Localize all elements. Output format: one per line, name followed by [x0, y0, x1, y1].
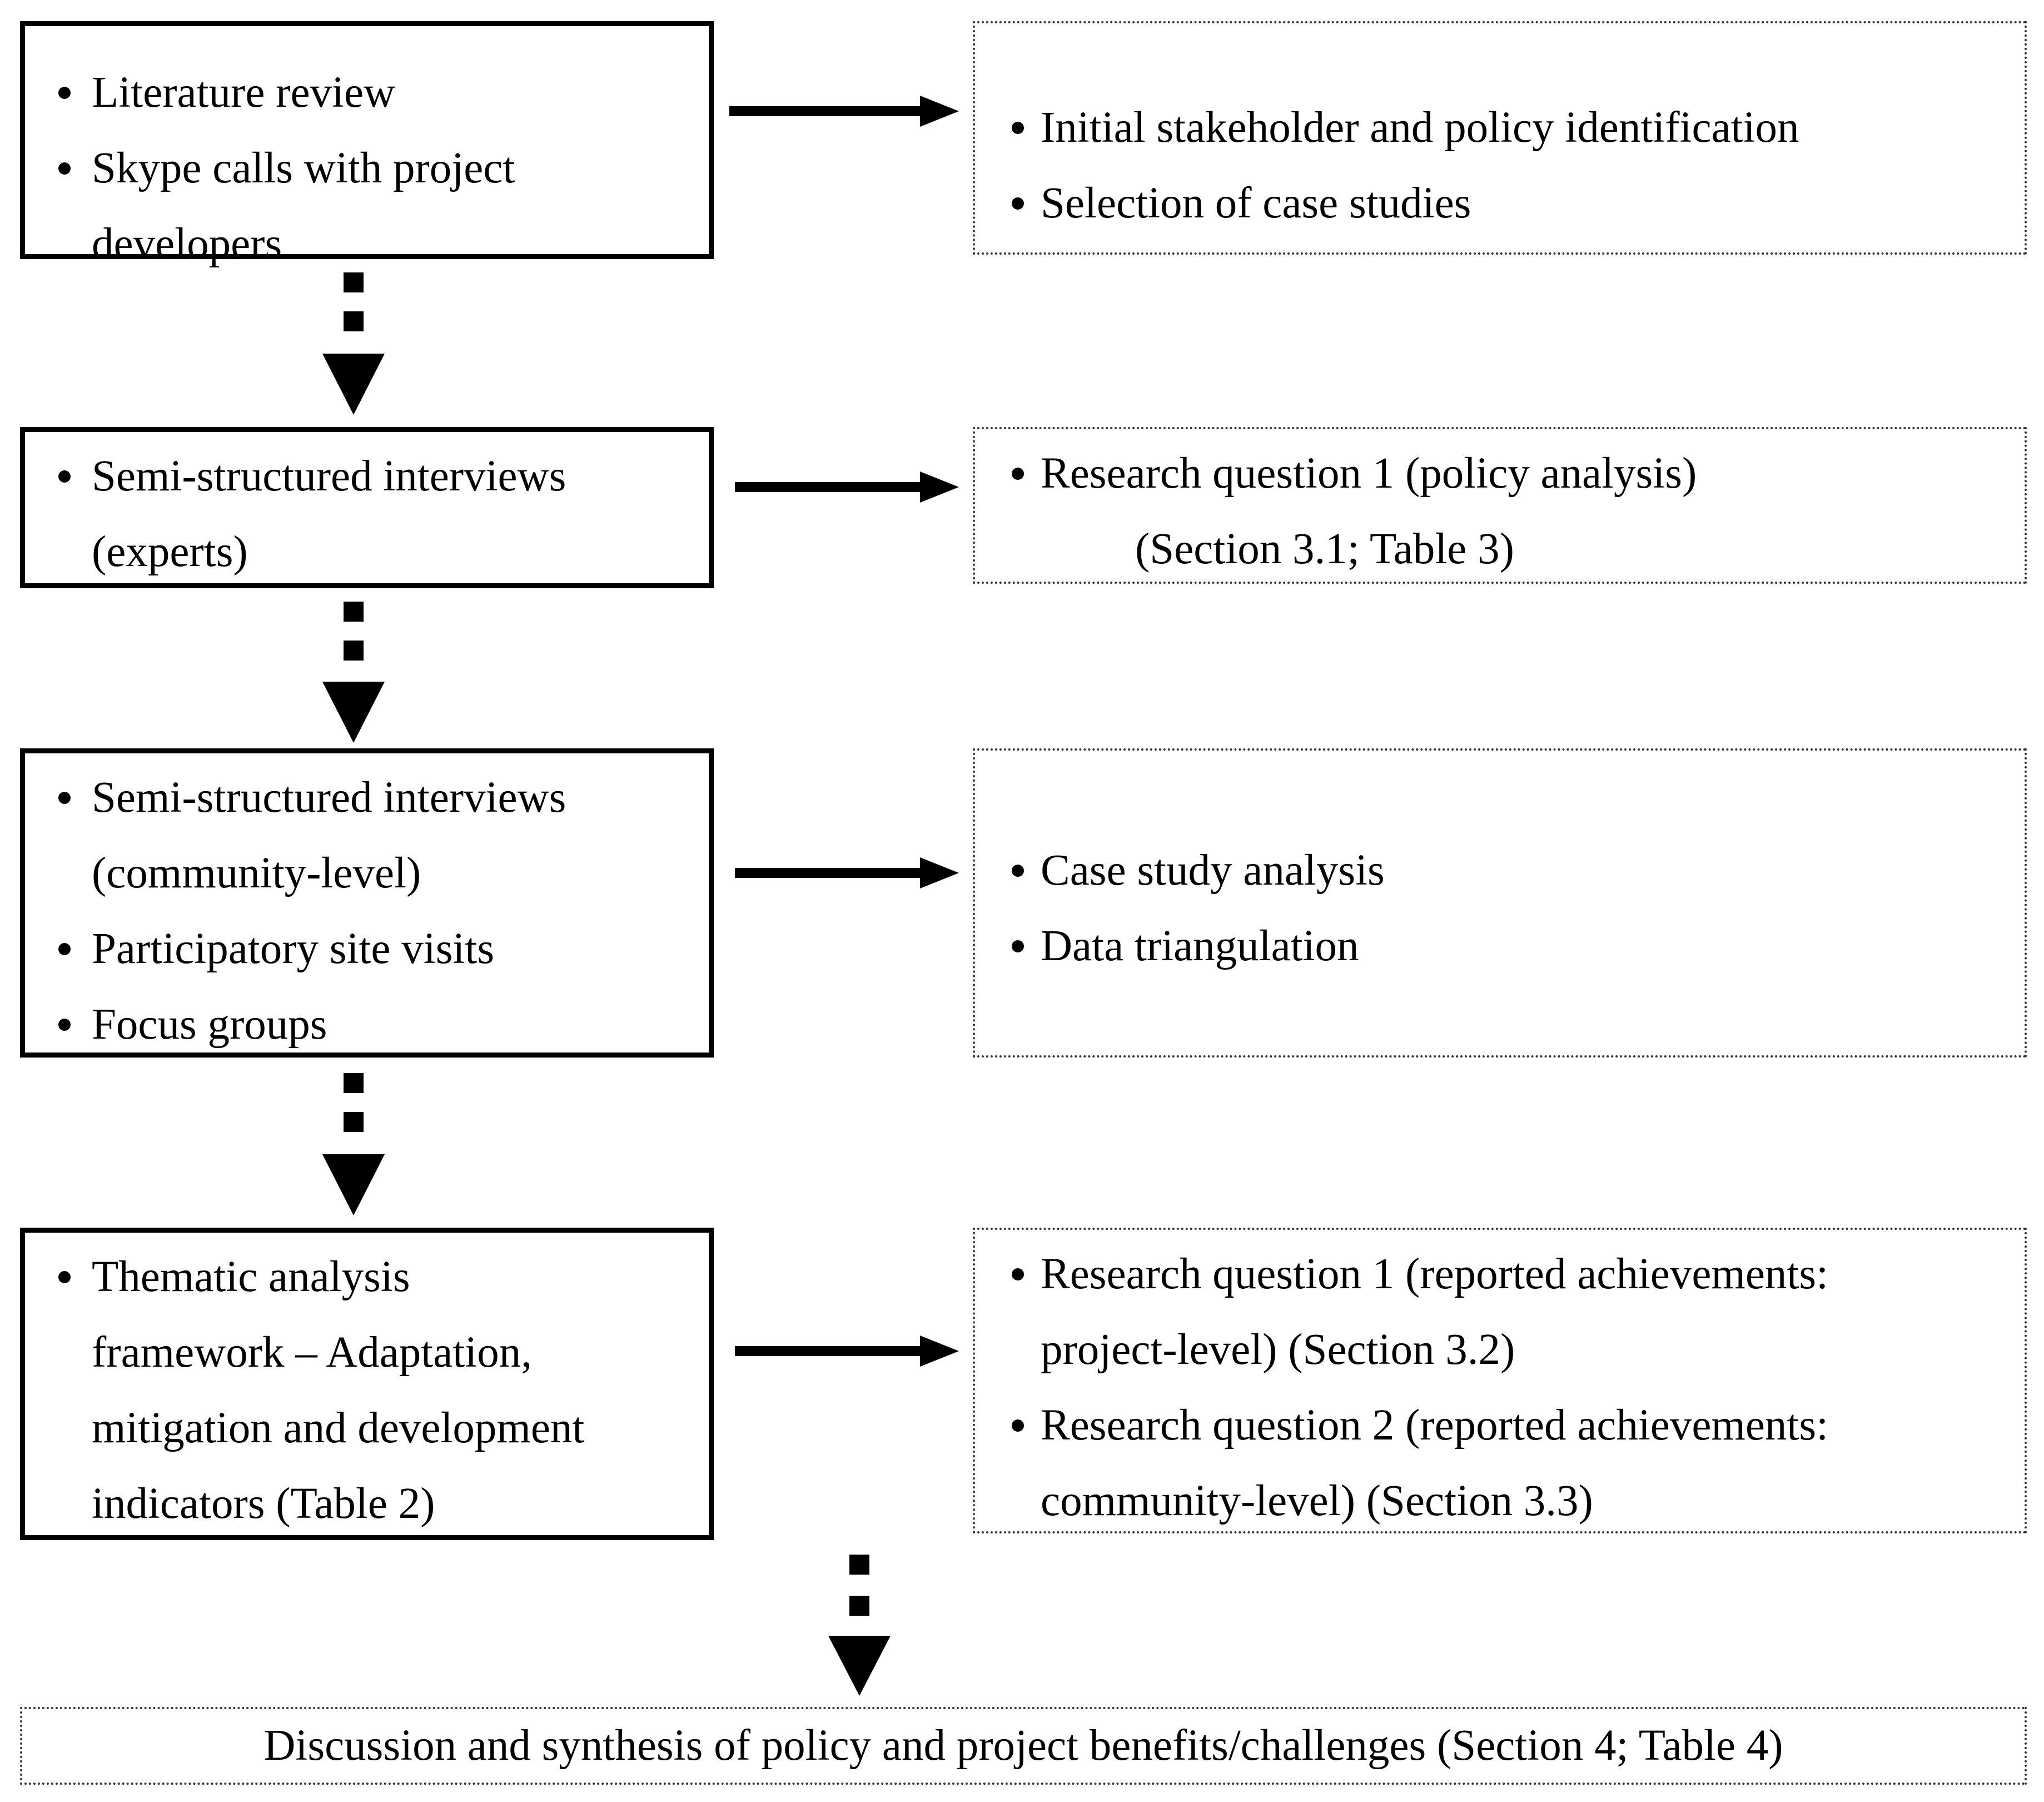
bullet-icon	[1012, 122, 1024, 134]
bullet-icon	[58, 792, 71, 804]
list-item: Participatory site visits	[25, 911, 709, 987]
bullet-icon	[58, 1271, 71, 1283]
list-item: Data triangulation	[975, 909, 2025, 984]
right-box-2: Research question 1 (policy analysis)(Se…	[973, 427, 2027, 584]
synthesis-box: Discussion and synthesis of policy and p…	[20, 1707, 2027, 1785]
bullet-icon	[58, 943, 71, 955]
bullet-icon	[1012, 1268, 1024, 1280]
list-item: Semi-structured interviews(community-lev…	[25, 760, 709, 911]
horizontal-arrow-1	[729, 96, 959, 127]
list-item: Selection of case studies	[975, 166, 2025, 241]
list-item: Initial stakeholder and policy identific…	[975, 90, 2025, 166]
list-item: Research question 1 (policy analysis)(Se…	[975, 436, 2025, 587]
bullet-icon	[58, 1019, 71, 1031]
horizontal-arrow-4	[735, 1336, 959, 1367]
list-item: Semi-structured interviews(experts)	[25, 439, 709, 590]
list-item: Focus groups	[25, 987, 709, 1063]
right-box-4: Research question 1 (reported achievemen…	[973, 1228, 2027, 1533]
list-item: Literature review	[25, 55, 709, 131]
bullet-icon	[1012, 865, 1024, 877]
bullet-icon	[1012, 940, 1024, 952]
bullet-icon	[1012, 197, 1024, 210]
right-box-3: Case study analysis Data triangulation	[973, 748, 2027, 1058]
dashed-down-arrow-3	[322, 1073, 385, 1215]
list-item: Case study analysis	[975, 833, 2025, 909]
bullet-icon	[58, 162, 71, 175]
dashed-down-arrow-2	[322, 602, 385, 743]
bullet-icon	[58, 87, 71, 99]
dashed-down-arrow-1	[322, 272, 385, 415]
bullet-icon	[1012, 1419, 1024, 1432]
left-box-2: Semi-structured interviews(experts)	[20, 427, 714, 588]
horizontal-arrow-3	[735, 857, 959, 888]
bullet-icon	[58, 470, 71, 483]
synthesis-text: Discussion and synthesis of policy and p…	[263, 1721, 1783, 1770]
horizontal-arrow-2	[735, 471, 959, 503]
left-box-3: Semi-structured interviews(community-lev…	[20, 748, 714, 1058]
list-item: Research question 2 (reported achievemen…	[975, 1388, 2025, 1539]
right-box-1: Initial stakeholder and policy identific…	[973, 21, 2027, 255]
list-item: Research question 1 (reported achievemen…	[975, 1237, 2025, 1388]
left-box-1: Literature review Skype calls with proje…	[20, 21, 714, 268]
dashed-down-arrow-4	[828, 1555, 891, 1696]
bullet-icon	[1012, 468, 1024, 480]
